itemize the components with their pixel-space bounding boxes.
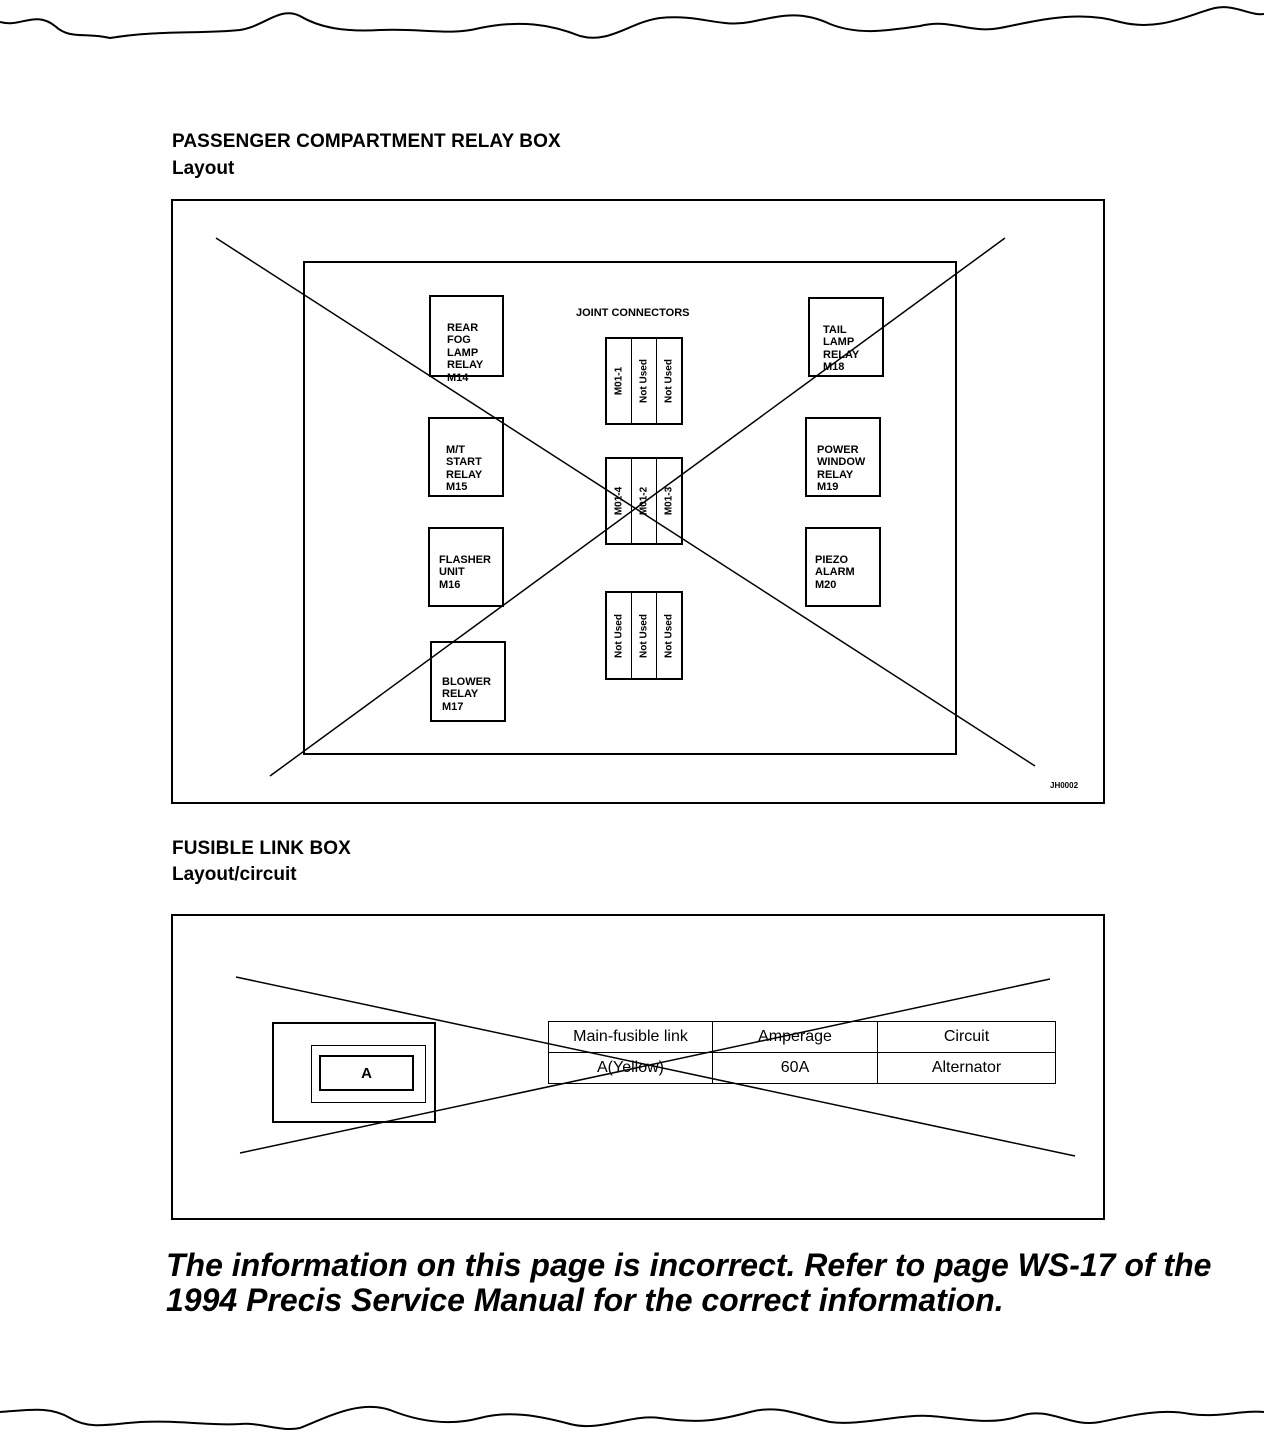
relay-label: TAIL LAMP RELAY (823, 323, 860, 361)
fusible-link-box-title: FUSIBLE LINK BOX (172, 838, 351, 859)
fusible-link-box-subtitle: Layout/circuit (172, 864, 297, 885)
relay-power-window: POWER WINDOW RELAY M19 (805, 417, 881, 497)
relay-blower: BLOWER RELAY M17 (430, 641, 506, 722)
figure-code: JH0002 (1050, 781, 1079, 790)
table-cell: A(Yellow) (548, 1052, 713, 1084)
joint-connectors-label: JOINT CONNECTORS (576, 307, 690, 319)
relay-label: PIEZO ALARM (815, 553, 855, 579)
connector-cell: M01-1 (613, 366, 625, 396)
connector-cell: M01-2 (638, 486, 650, 516)
torn-edge-top (0, 6, 1264, 40)
relay-code: M20 (815, 578, 837, 591)
relay-rear-fog-lamp: REAR FOG LAMP RELAY M14 (429, 295, 504, 384)
table-header-cell: Main-fusible link (548, 1021, 713, 1053)
joint-connector-bottom: Not Used Not Used Not Used (605, 591, 683, 680)
table-header-cell: Circuit (877, 1021, 1056, 1053)
relay-flasher-unit: FLASHER UNIT M16 (428, 527, 504, 607)
connector-cell: Not Used (613, 613, 625, 658)
connector-cell: M01-3 (663, 486, 675, 516)
relay-label: POWER WINDOW RELAY (817, 443, 866, 481)
joint-connector-top: M01-1 Not Used Not Used (605, 337, 683, 425)
relay-mt-start: M/T START RELAY M15 (428, 417, 504, 497)
relay-box-diagram-frame (171, 199, 1105, 804)
joint-connector-middle: M01-4 M01-2 M01-3 (605, 457, 683, 545)
relay-label: BLOWER RELAY (442, 675, 491, 701)
connector-cell: M01-4 (613, 486, 625, 516)
relay-code: M16 (439, 578, 461, 591)
fusible-link-a: A (319, 1055, 414, 1091)
relay-code: M14 (447, 371, 469, 384)
relay-label: REAR FOG LAMP RELAY (447, 321, 484, 372)
torn-edge-bottom (0, 1405, 1264, 1430)
connector-cell: Not Used (638, 613, 650, 658)
correction-notice: The information on this page is incorrec… (166, 1247, 1212, 1318)
relay-code: M15 (446, 481, 468, 493)
table-cell: 60A (712, 1052, 878, 1084)
relay-box-title: PASSENGER COMPARTMENT RELAY BOX (172, 131, 561, 152)
connector-cell: Not Used (638, 359, 650, 403)
table-row: A(Yellow) 60A Alternator (548, 1052, 1056, 1084)
relay-label: FLASHER UNIT (439, 553, 491, 579)
fusible-link-diagram-frame (171, 914, 1105, 1220)
relay-box-subtitle: Layout (172, 158, 235, 179)
table-header-cell: Amperage (712, 1021, 878, 1053)
relay-code: M17 (442, 700, 464, 713)
fusible-link-table: Main-fusible link Amperage Circuit A(Yel… (548, 1021, 1056, 1084)
relay-code: M18 (823, 361, 845, 373)
connector-cell: Not Used (663, 359, 675, 403)
relay-piezo-alarm: PIEZO ALARM M20 (805, 527, 881, 607)
relay-code: M19 (817, 481, 839, 493)
connector-cell: Not Used (663, 613, 675, 658)
fuse-label: A (361, 1064, 372, 1082)
table-cell: Alternator (877, 1052, 1056, 1084)
relay-tail-lamp: TAIL LAMP RELAY M18 (808, 297, 884, 377)
relay-label: M/T START RELAY (446, 443, 483, 481)
table-header-row: Main-fusible link Amperage Circuit (548, 1021, 1056, 1053)
